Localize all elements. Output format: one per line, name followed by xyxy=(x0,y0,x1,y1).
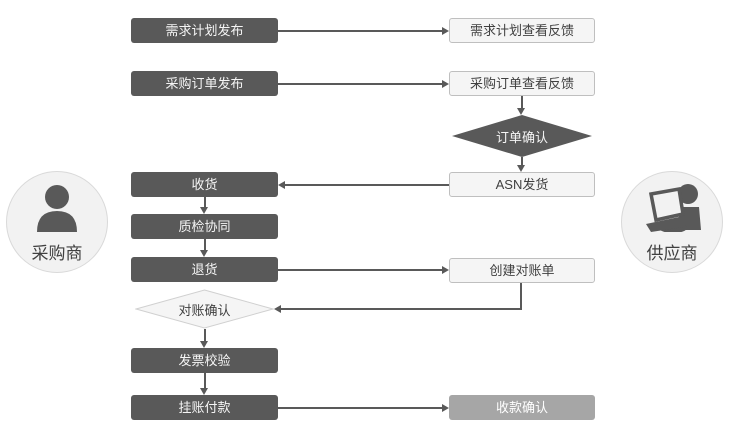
edge-qc-to-return-arrowhead xyxy=(200,250,208,257)
node-create-statement: 创建对账单 xyxy=(449,258,595,283)
diamond-shape xyxy=(135,289,274,329)
person-laptop-icon xyxy=(641,184,703,237)
edge-purchase-order-line xyxy=(278,83,442,85)
node-payment-receipt-confirm: 收款确认 xyxy=(449,395,595,420)
node-return-goods: 退货 xyxy=(131,257,278,282)
edge-payment-to-receipt-arrowhead xyxy=(442,404,449,412)
edge-demand-plan-arrowhead xyxy=(442,27,449,35)
edge-confirm-to-asn-arrowhead xyxy=(517,165,525,172)
supplier-avatar: 供应商 xyxy=(621,171,723,273)
edge-demand-plan-line xyxy=(278,30,442,32)
purchaser-label: 采购商 xyxy=(31,244,83,263)
purchaser-avatar: 采购商 xyxy=(6,171,108,273)
supplier-label: 供应商 xyxy=(646,244,698,263)
node-demand-plan-feedback: 需求计划查看反馈 xyxy=(449,18,595,43)
decision-label: 订单确认 xyxy=(495,129,548,145)
edge-invoice-to-payment-line xyxy=(204,373,206,388)
decision-order-confirm: 订单确认 xyxy=(452,115,592,157)
edge-statement-to-reconcile-hline xyxy=(281,308,522,310)
person-icon xyxy=(34,184,80,237)
edge-confirm-to-asn-line xyxy=(521,157,523,165)
edge-asn-to-receipt-arrowhead xyxy=(278,181,285,189)
edge-statement-to-reconcile-vline xyxy=(520,283,522,310)
edge-asn-to-receipt-line xyxy=(285,184,449,186)
node-invoice-verification: 发票校验 xyxy=(131,348,278,373)
node-account-payment: 挂账付款 xyxy=(131,395,278,420)
node-purchase-order-feedback: 采购订单查看反馈 xyxy=(449,71,595,96)
node-quality-inspection: 质检协同 xyxy=(131,214,278,239)
edge-invoice-to-payment-arrowhead xyxy=(200,388,208,395)
edge-reconcile-to-invoice-line xyxy=(204,329,206,341)
node-goods-receipt: 收货 xyxy=(131,172,278,197)
edge-reconcile-to-invoice-arrowhead xyxy=(200,341,208,348)
decision-label: 对账确认 xyxy=(178,302,231,318)
edge-return-to-statement-line xyxy=(278,269,442,271)
edge-payment-to-receipt-line xyxy=(278,407,442,409)
edge-qc-to-return-line xyxy=(204,239,206,250)
edge-return-to-statement-arrowhead xyxy=(442,266,449,274)
edge-feedback-to-confirm-arrowhead xyxy=(517,108,525,115)
edge-purchase-order-arrowhead xyxy=(442,80,449,88)
edge-feedback-to-confirm-line xyxy=(521,96,523,108)
node-asn-shipment: ASN发货 xyxy=(449,172,595,197)
edge-statement-to-reconcile-arrowhead xyxy=(274,305,281,313)
edge-receipt-to-qc-line xyxy=(204,197,206,208)
edge-receipt-to-qc-arrowhead xyxy=(200,207,208,214)
node-demand-plan-release: 需求计划发布 xyxy=(131,18,278,43)
diamond-shape xyxy=(452,115,592,157)
node-purchase-order-release: 采购订单发布 xyxy=(131,71,278,96)
decision-reconciliation-confirm: 对账确认 xyxy=(135,289,274,329)
